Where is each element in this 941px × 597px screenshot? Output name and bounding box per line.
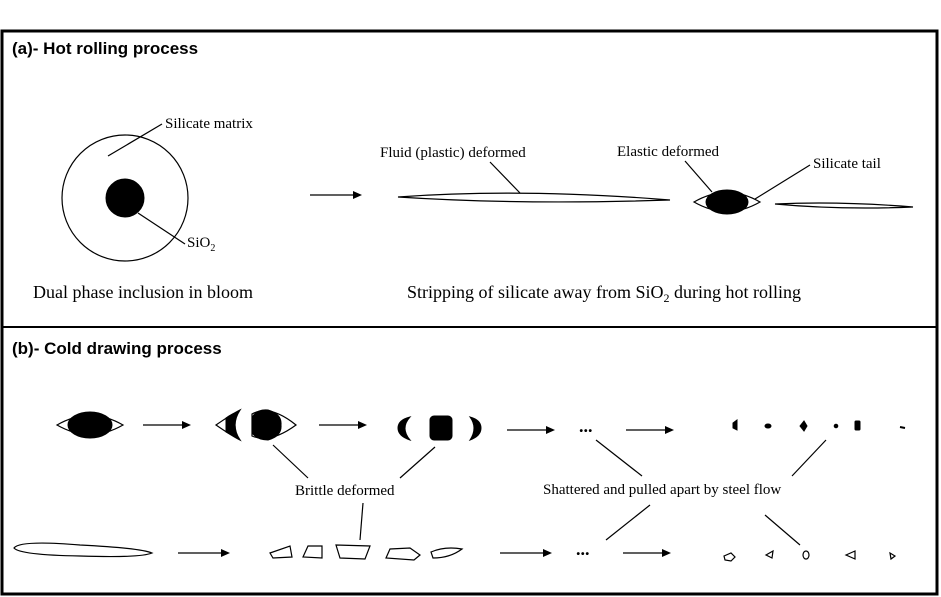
brittle-piece-1 — [269, 545, 293, 559]
elastic-core — [705, 189, 749, 215]
brittle-piece-5 — [430, 547, 464, 559]
silicate-matrix-leader — [107, 123, 163, 157]
arrow-b7-head — [662, 549, 671, 557]
arrow-b2-head — [358, 421, 367, 429]
cold-stage3-left-piece — [397, 416, 412, 442]
arrow-b6-head — [543, 549, 552, 557]
brittle-piece-3 — [335, 544, 371, 560]
cold-stage2-left-fragment — [225, 411, 239, 439]
fluid-leader — [489, 161, 521, 194]
shattered-label: Shattered and pulled apart by steel flow — [543, 482, 781, 498]
shattered-leader-3 — [605, 504, 651, 541]
cold-stage2-core — [252, 409, 282, 441]
shattered-leader-4 — [764, 514, 801, 546]
shattered-leader-1 — [595, 439, 643, 477]
panel-a-title: (a)- Hot rolling process — [12, 39, 198, 58]
cold-stage1-core — [67, 411, 113, 439]
elastic-leader — [684, 160, 713, 193]
cold-stage3-core — [429, 415, 453, 441]
sio2-label: SiO2 — [187, 235, 215, 254]
fluid-label: Fluid (plastic) deformed — [380, 145, 526, 161]
brittle-leader-3 — [359, 502, 364, 541]
ellipsis-bottom: ... — [576, 539, 590, 559]
fragment-top-3 — [799, 420, 808, 432]
panel-a: (a)- Hot rolling process Silicate matrix… — [12, 39, 914, 305]
caption-left: Dual phase inclusion in bloom — [33, 282, 253, 302]
fragment-top-2 — [764, 423, 772, 429]
brittle-piece-2 — [302, 545, 323, 559]
fragment-bottom-3 — [802, 550, 810, 560]
fragment-top-6 — [899, 426, 906, 429]
ellipsis-top: ... — [579, 416, 593, 436]
arrow-b5-head — [221, 549, 230, 557]
elastic-label: Elastic deformed — [617, 144, 720, 160]
fragment-bottom-1 — [723, 552, 736, 562]
arrow-b3-head — [546, 426, 555, 434]
arrow-b4-head — [665, 426, 674, 434]
tail-label: Silicate tail — [813, 156, 881, 172]
silicate-tail-shape — [774, 202, 914, 209]
arrow-b1-head — [182, 421, 191, 429]
panel-b-title: (b)- Cold drawing process — [12, 339, 222, 358]
fragment-top-1 — [732, 419, 738, 431]
panel-b: (b)- Cold drawing process ... Brittle de… — [12, 339, 906, 562]
brittle-label: Brittle deformed — [295, 483, 395, 499]
brittle-leader-2 — [399, 446, 436, 479]
fluid-deformed-shape — [397, 192, 671, 203]
silicate-matrix-label: Silicate matrix — [165, 116, 253, 132]
fragment-bottom-4 — [844, 550, 856, 560]
shattered-leader-2 — [791, 439, 827, 477]
bottom-elongated-silicate — [13, 542, 154, 558]
tail-leader — [754, 164, 811, 200]
caption-right: Stripping of silicate away from SiO2 dur… — [407, 282, 801, 305]
fragment-bottom-2 — [764, 549, 774, 559]
cold-stage3-right-piece — [468, 416, 482, 441]
fragment-top-4 — [833, 423, 839, 429]
fragment-top-5 — [854, 420, 861, 431]
brittle-piece-4 — [385, 547, 421, 561]
sio2-leader — [137, 212, 186, 245]
fragment-bottom-5 — [889, 551, 897, 561]
sio2-core — [105, 178, 145, 218]
brittle-leader-1 — [272, 444, 309, 479]
arrow-a-head — [353, 191, 362, 199]
outer-frame — [0, 29, 939, 596]
